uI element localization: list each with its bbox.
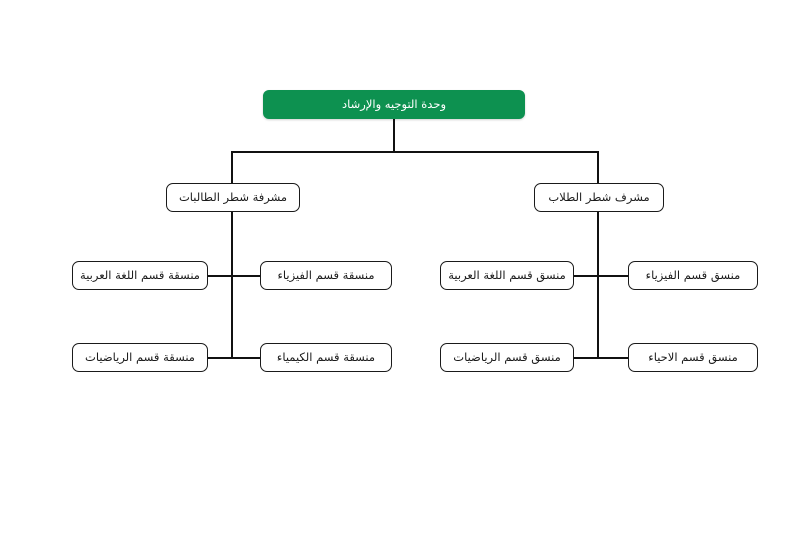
connector-female-spine (231, 212, 233, 359)
connector-male-row1-right-arm (597, 275, 629, 277)
connector-root-drop (393, 119, 395, 153)
connector-female-row1-left-arm (207, 275, 232, 277)
connector-female-row1-right-arm (231, 275, 261, 277)
node-supervisor-female-section[interactable]: مشرفة شطر الطالبات (166, 183, 300, 212)
node-root-guidance-unit[interactable]: وحدة التوجيه والإرشاد (263, 90, 525, 119)
node-coordinator-female-math-label: منسقة قسم الرياضيات (85, 350, 195, 365)
connector-male-row2-left-arm (573, 357, 598, 359)
node-coordinator-male-biology-label: منسق قسم الاحياء (648, 350, 738, 365)
node-supervisor-male-label: مشرف شطر الطلاب (548, 190, 650, 205)
node-coordinator-male-physics[interactable]: منسق قسم الفيزياء (628, 261, 758, 290)
node-coordinator-female-chemistry[interactable]: منسقة قسم الكيمياء (260, 343, 392, 372)
node-coordinator-female-math[interactable]: منسقة قسم الرياضيات (72, 343, 208, 372)
node-supervisor-male-section[interactable]: مشرف شطر الطلاب (534, 183, 664, 212)
node-coordinator-male-physics-label: منسق قسم الفيزياء (645, 268, 741, 283)
connector-bus-to-female-supervisor (231, 151, 233, 184)
node-coordinator-female-physics-label: منسقة قسم الفيزياء (277, 268, 375, 283)
node-coordinator-male-arabic[interactable]: منسق قسم اللغة العربية (440, 261, 574, 290)
node-root-label: وحدة التوجيه والإرشاد (342, 97, 447, 112)
connector-male-row1-left-arm (573, 275, 598, 277)
connector-female-row2-left-arm (207, 357, 232, 359)
connector-level1-bus (231, 151, 599, 153)
connector-male-spine (597, 212, 599, 359)
node-coordinator-male-biology[interactable]: منسق قسم الاحياء (628, 343, 758, 372)
connector-male-row2-right-arm (597, 357, 629, 359)
connector-bus-to-male-supervisor (597, 151, 599, 184)
node-coordinator-male-arabic-label: منسق قسم اللغة العربية (448, 268, 566, 283)
node-coordinator-female-physics[interactable]: منسقة قسم الفيزياء (260, 261, 392, 290)
node-coordinator-female-arabic-label: منسقة قسم اللغة العربية (80, 268, 200, 283)
node-coordinator-male-math[interactable]: منسق قسم الرياضيات (440, 343, 574, 372)
connector-female-row2-right-arm (231, 357, 261, 359)
node-supervisor-female-label: مشرفة شطر الطالبات (178, 190, 288, 205)
node-coordinator-male-math-label: منسق قسم الرياضيات (453, 350, 561, 365)
node-coordinator-female-arabic[interactable]: منسقة قسم اللغة العربية (72, 261, 208, 290)
node-coordinator-female-chemistry-label: منسقة قسم الكيمياء (276, 350, 376, 365)
